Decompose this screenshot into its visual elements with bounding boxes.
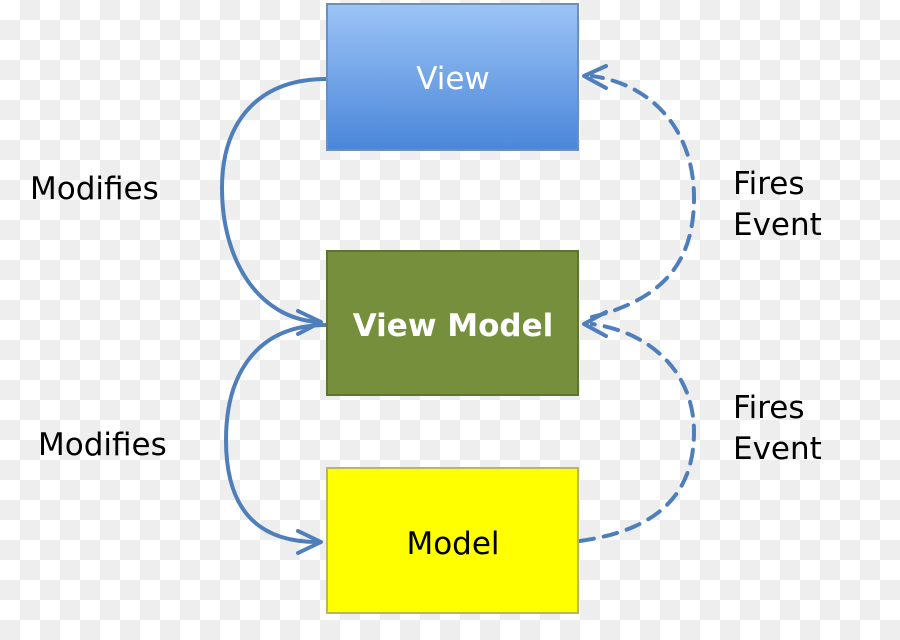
modifies-label-top: Modifies <box>30 171 159 207</box>
view-model-to-model-arrowhead <box>296 529 323 555</box>
view-box <box>326 3 579 151</box>
view-model-to-view-event-arrowhead <box>582 64 608 90</box>
view-model-box-label: View Model <box>353 308 554 344</box>
view-model-box <box>326 250 579 396</box>
fires-event-label-bottom-line2: Event <box>733 431 822 467</box>
view-model-to-view-event-arrow <box>590 74 697 319</box>
view-model-to-model-arrow <box>223 323 328 544</box>
model-box <box>326 467 579 614</box>
model-to-view-model-event-arrow <box>578 322 697 543</box>
model-box-label: Model <box>406 526 499 562</box>
fires-event-label-top-line2: Event <box>733 207 822 243</box>
view-to-view-model-arrow <box>219 77 328 324</box>
view-to-view-model-arrowhead <box>296 309 323 336</box>
fires-event-label-top-line1: Fires <box>733 166 804 202</box>
view-box-label: View <box>416 61 490 97</box>
model-to-view-model-event-arrowhead <box>582 310 608 338</box>
modifies-label-bottom: Modifies <box>38 427 167 463</box>
fires-event-label-bottom-line1: Fires <box>733 390 804 426</box>
